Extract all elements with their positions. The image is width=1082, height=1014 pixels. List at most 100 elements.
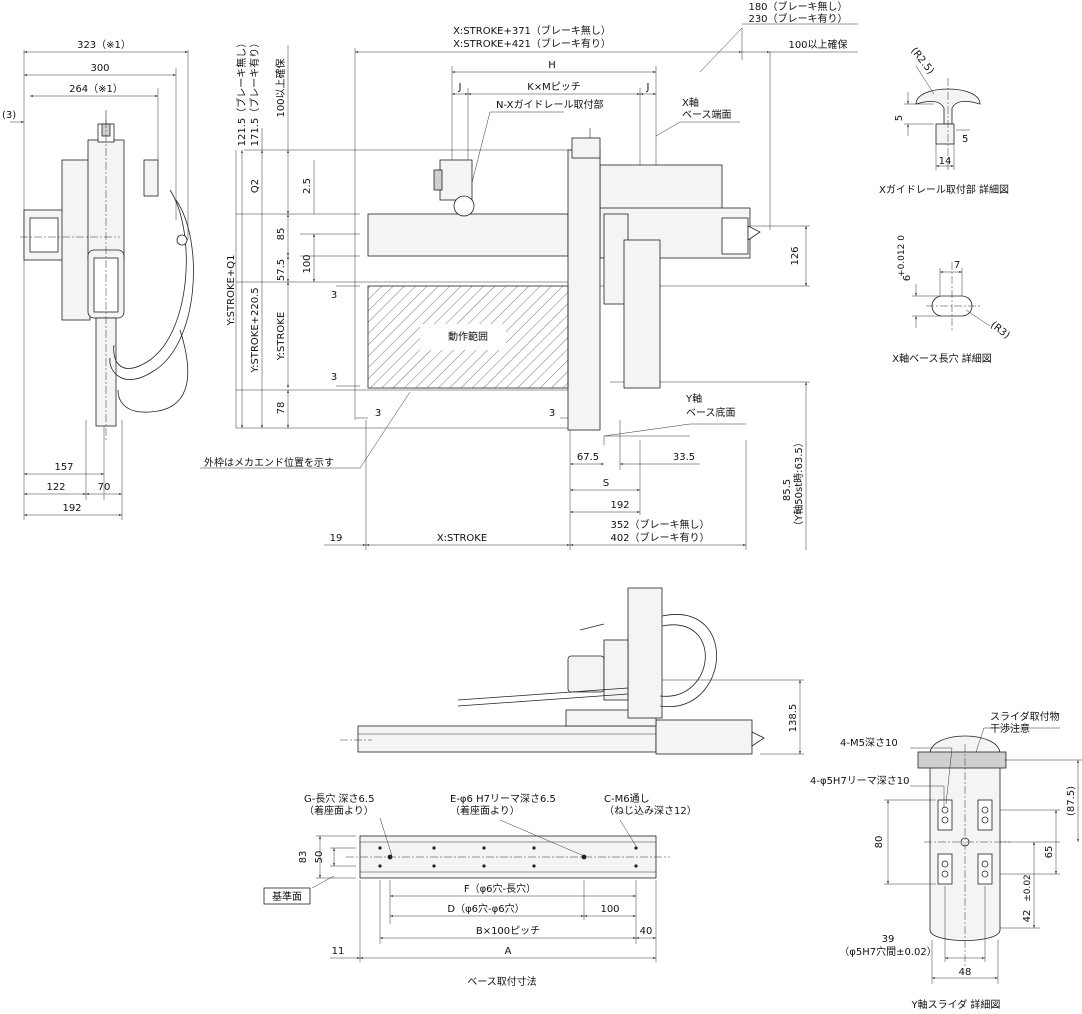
slider-detail: スライダ取付物 干渉注意 4-M5深さ10 4-φ5H7リーマ深さ10 (87.… xyxy=(810,710,1082,1011)
detail-rail: (R2.5) 5 5 14 Xガイドレール取付部 詳細図 xyxy=(879,46,1009,196)
slider-dim-65: 65 xyxy=(1044,846,1055,859)
x-left-block xyxy=(439,159,473,201)
side-y-column xyxy=(627,587,663,719)
slider-mount-label: スライダ取付物 xyxy=(990,710,1060,723)
dim-300: 300 xyxy=(90,63,109,74)
dim-180: 180（ブレーキ無し） xyxy=(748,0,847,13)
side-view: 138.5 xyxy=(340,587,804,755)
dim-67-5: 67.5 xyxy=(577,452,599,463)
dim-xstroke-371: X:STROKE+371（ブレーキ無し） xyxy=(453,24,611,37)
hole-caption: X軸ベース長穴 詳細図 xyxy=(892,352,992,365)
dim-y-stroke-q1: Y:STROKE+Q1 xyxy=(226,255,237,327)
front-view: X:STROKE+371（ブレーキ無し） X:STROKE+421（ブレーキ有り… xyxy=(200,0,858,550)
slider-mount-part xyxy=(917,751,1007,769)
left-cable xyxy=(113,189,187,369)
detail-hole: 7 6 +0.012 0 (R3) X軸ベース長穴 詳細図 xyxy=(892,235,1011,365)
y-axis-column xyxy=(567,149,601,431)
dim-85: 85 xyxy=(276,228,287,241)
hole-radius: (R3) xyxy=(988,320,1011,342)
label-x-axis: X軸 xyxy=(682,96,699,109)
e-hole-label: E-φ6 H7リーマ深さ6.5 xyxy=(450,793,556,805)
dim-192-top: 192 xyxy=(610,500,629,511)
rail-dim-5b: 5 xyxy=(962,134,968,145)
base-dim-A: A xyxy=(505,946,512,957)
label-base-bottom: ベース底面 xyxy=(686,406,736,419)
base-dim-50: 50 xyxy=(314,851,325,864)
dim-171-5: 171.5（ブレーキ有り） xyxy=(248,38,261,147)
dim-y-stroke-220: Y:STROKE+220.5 xyxy=(250,287,261,373)
g-hole-label-2: （着座面より） xyxy=(304,804,374,817)
dim-3-b: 3 xyxy=(331,372,337,383)
slider-h7-label: 4-φ5H7リーマ深さ10 xyxy=(810,775,910,787)
left-view: 323（※1） 300 264（※1） (3) 157 122 70 192 xyxy=(2,39,194,520)
base-dim-11: 11 xyxy=(332,946,345,957)
dim-323: 323（※1） xyxy=(77,39,131,51)
base-mount-view: 基準面 G-長穴 深さ6.5 （着座面より） E-φ6 H7リーマ深さ6.5 （… xyxy=(263,792,697,988)
side-cable xyxy=(659,614,717,707)
slider-caption: Y軸スライダ 詳細図 xyxy=(911,998,1001,1011)
dim-157: 157 xyxy=(54,462,73,473)
label-base-end: ベース端面 xyxy=(682,108,732,121)
dim-secure-100: 100以上確保 xyxy=(788,38,847,51)
dim-J-left: J xyxy=(458,82,462,93)
dim-19: 19 xyxy=(330,533,343,544)
dim-H: H xyxy=(548,60,556,71)
dim-192-left: 192 xyxy=(62,503,81,514)
e-hole-label-2: （着座面より） xyxy=(450,804,520,817)
dim-122: 122 xyxy=(46,482,65,493)
rail-dim-5a: 5 xyxy=(894,115,905,121)
hole-tolerance: +0.012 0 xyxy=(897,235,907,277)
c-hole-label-2: （ねじ込み深さ12） xyxy=(604,805,697,817)
dim-3-d: 3 xyxy=(549,408,555,419)
x-base-beam xyxy=(367,213,569,257)
slider-dim-42: 42 xyxy=(1022,910,1033,923)
slider-dim-39: 39 xyxy=(882,934,895,945)
rail-dim-14: 14 xyxy=(939,156,952,167)
slider-m5-label: 4-M5深さ10 xyxy=(840,737,898,749)
base-dim-100: 100 xyxy=(600,904,619,915)
left-x-block xyxy=(61,159,91,321)
dim-secure-100-v: 100以上確保 xyxy=(274,58,287,117)
dim-126: 126 xyxy=(790,246,801,265)
base-dim-F: F（φ6穴-長穴） xyxy=(464,882,536,895)
dim-J-right: J xyxy=(646,82,650,93)
slider-dim-48: 48 xyxy=(959,967,972,978)
dim-2-5: 2.5 xyxy=(302,178,313,194)
ref-face-label: 基準面 xyxy=(272,890,302,903)
rail-radius: (R2.5) xyxy=(908,46,936,77)
base-caption: ベース取付寸法 xyxy=(467,975,537,988)
dim-S: S xyxy=(603,478,609,489)
hole-dim-6: 6 xyxy=(902,275,913,281)
label-nx-rail: N-Xガイドレール取付部 xyxy=(496,98,603,111)
dim-78: 78 xyxy=(276,402,287,415)
dim-x-stroke: X:STROKE xyxy=(437,533,487,544)
x-motor xyxy=(599,164,723,210)
rail-detail-circle xyxy=(453,195,475,217)
c-hole-label: C-M6通し xyxy=(604,793,650,805)
slider-dim-87-5: (87.5) xyxy=(1066,786,1077,816)
dim-402: 402（ブレーキ有り） xyxy=(610,531,709,544)
dim-y-stroke: Y:STROKE xyxy=(276,312,287,361)
dim-y-50st: （Y軸50st時:63.5） xyxy=(792,437,805,531)
label-motion-range: 動作範囲 xyxy=(448,330,488,343)
dim-3-left: (3) xyxy=(2,110,16,121)
dim-3-a: 3 xyxy=(331,290,337,301)
dim-33-5: 33.5 xyxy=(673,452,695,463)
base-dim-40: 40 xyxy=(640,926,653,937)
dim-85-5: 85.5 xyxy=(782,479,793,501)
base-dim-D: D（φ6穴-φ6穴） xyxy=(447,902,524,915)
label-y-axis: Y軸 xyxy=(685,392,702,405)
label-outer-frame: 外枠はメカエンド位置を示す xyxy=(204,456,334,469)
dim-264: 264（※1） xyxy=(69,83,123,95)
dim-KM: K×Mピッチ xyxy=(527,81,581,93)
g-hole-label: G-長穴 深さ6.5 xyxy=(304,792,374,805)
dim-100-v: 100 xyxy=(302,254,313,273)
side-dim-138-5: 138.5 xyxy=(788,704,799,733)
hole-dim-7: 7 xyxy=(954,260,960,271)
dim-70: 70 xyxy=(98,482,111,493)
rail-caption: Xガイドレール取付部 詳細図 xyxy=(879,183,1009,196)
dim-121-5: 121.5（ブレーキ無し） xyxy=(235,38,248,147)
base-dim-B: B×100ピッチ xyxy=(476,925,540,937)
dim-352: 352（ブレーキ無し） xyxy=(610,518,709,531)
